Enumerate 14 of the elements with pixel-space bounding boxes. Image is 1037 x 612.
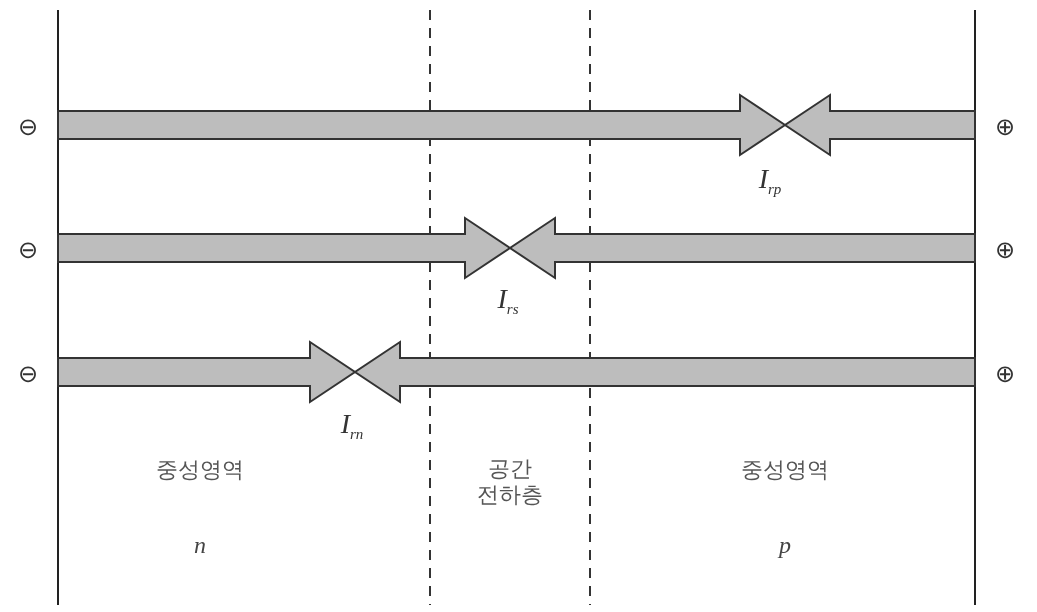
minus-sign: ⊖ [17,112,39,142]
region-letter: n [194,530,206,560]
region-letter: p [779,530,791,560]
region-label: 중성영역 [156,456,244,484]
plus-sign: ⊕ [994,235,1016,265]
region-label: 공간 전하층 [476,455,544,509]
plus-sign: ⊕ [994,359,1016,389]
current-label: I$_{rp}$ [758,161,782,199]
current-label: I$_{rs}$ [497,281,519,319]
plus-sign: ⊕ [994,112,1016,142]
minus-sign: ⊖ [17,235,39,265]
minus-sign: ⊖ [17,359,39,389]
current-label: I$_{rn}$ [340,406,364,444]
region-label: 중성영역 [741,456,829,484]
